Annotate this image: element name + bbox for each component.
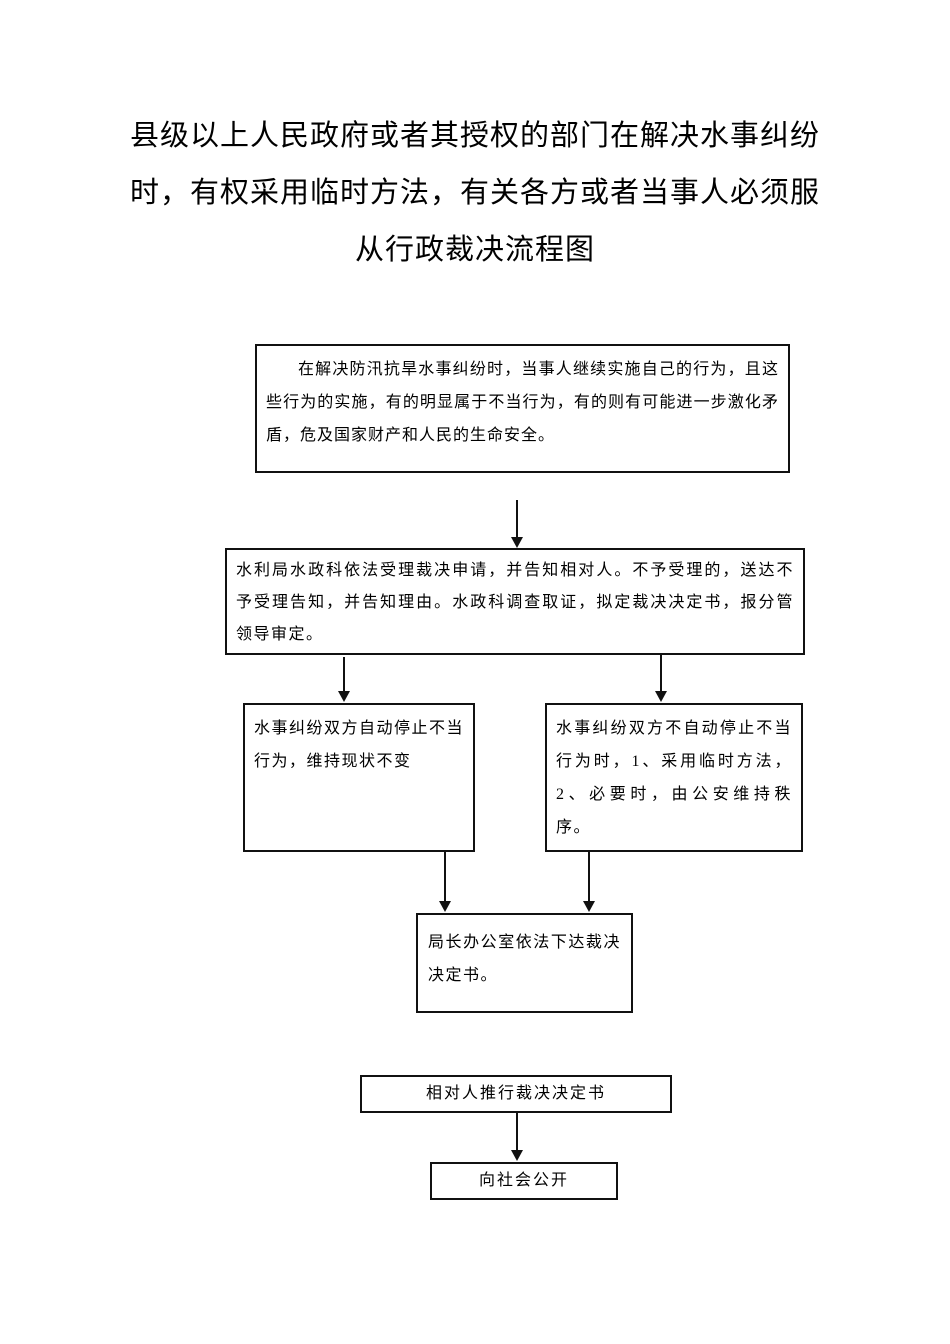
arrow-shaft (516, 1113, 518, 1152)
arrow-shaft (444, 852, 446, 903)
arrow-shaft (588, 852, 590, 903)
down-arrow-connector (511, 1113, 523, 1161)
flow-node-acceptance-review: 水利局水政科依法受理裁决申请，并告知相对人。不予受理的，送达不予受理告知，并告知… (225, 548, 805, 655)
flow-node-text: 水利局水政科依法受理裁决申请，并告知相对人。不予受理的，送达不予受理告知，并告知… (236, 562, 794, 643)
page-title-line-2: 时，有权采用临时方法，有关各方或者当事人必须服 (129, 177, 820, 209)
flow-node-text: 水事纠纷双方不自动停止不当行为时，1、采用临时方法，2、必要时，由公安维持秩序。 (556, 720, 792, 836)
down-arrow-connector (655, 655, 667, 702)
flow-node-not-auto-stop: 水事纠纷双方不自动停止不当行为时，1、采用临时方法，2、必要时，由公安维持秩序。 (545, 703, 803, 852)
flow-node-text: 向社会公开 (478, 1172, 569, 1189)
flow-node-implement-decision: 相对人推行裁决决定书 (360, 1075, 672, 1113)
flow-node-publicize: 向社会公开 (430, 1162, 618, 1200)
arrow-shaft (516, 500, 518, 539)
arrow-head-icon (439, 901, 451, 912)
arrow-shaft (343, 657, 345, 693)
flow-node-auto-stop: 水事纠纷双方自动停止不当行为，维持现状不变 (243, 703, 475, 852)
arrow-head-icon (655, 691, 667, 702)
down-arrow-connector (583, 852, 595, 912)
flow-node-issue-decision: 局长办公室依法下达裁决决定书。 (416, 913, 633, 1013)
page-title-line-3: 从行政裁决流程图 (354, 234, 595, 266)
arrow-head-icon (338, 691, 350, 702)
flow-node-text: 相对人推行裁决决定书 (425, 1085, 606, 1102)
arrow-shaft (660, 655, 662, 693)
arrow-head-icon (583, 901, 595, 912)
arrow-head-icon (511, 1150, 523, 1161)
flow-node-text: 在解决防汛抗旱水事纠纷时，当事人继续实施自己的行为，且这些行为的实施，有的明显属… (266, 361, 779, 444)
flow-node-text: 水事纠纷双方自动停止不当行为，维持现状不变 (254, 720, 465, 770)
arrow-head-icon (511, 537, 523, 548)
down-arrow-connector (338, 657, 350, 702)
down-arrow-connector (511, 500, 523, 548)
page-title: 县级以上人民政府或者其授权的部门在解决水事纠纷 时，有权采用临时方法，有关各方或… (0, 108, 950, 279)
page-title-line-1: 县级以上人民政府或者其授权的部门在解决水事纠纷 (129, 120, 820, 152)
flow-node-dispute-background: 在解决防汛抗旱水事纠纷时，当事人继续实施自己的行为，且这些行为的实施，有的明显属… (255, 344, 790, 473)
down-arrow-connector (439, 852, 451, 912)
flow-node-text: 局长办公室依法下达裁决决定书。 (428, 934, 621, 984)
